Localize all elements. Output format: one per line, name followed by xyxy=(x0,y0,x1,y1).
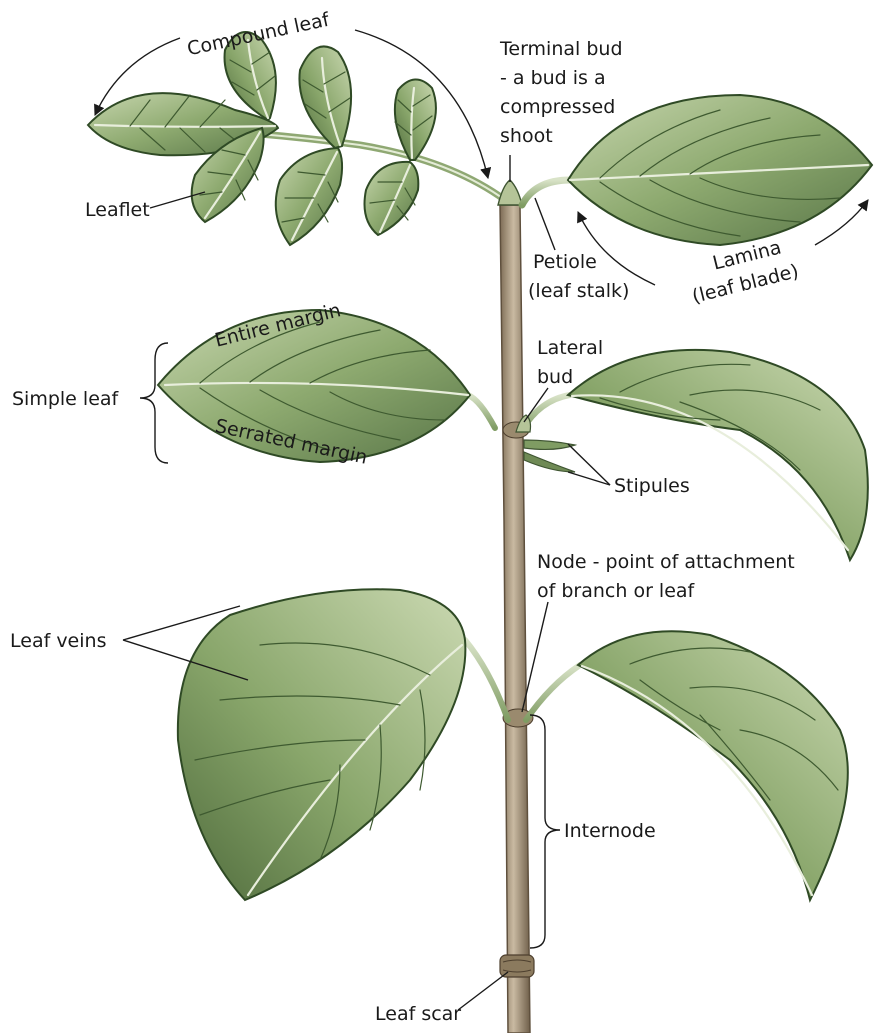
label-terminal-bud-4: shoot xyxy=(500,125,553,147)
terminal-bud xyxy=(498,180,522,205)
label-lateral-bud-2: bud xyxy=(537,366,573,388)
stipule-leaf xyxy=(522,350,868,560)
stem xyxy=(500,205,534,1033)
label-leaf-scar: Leaf scar xyxy=(375,1003,461,1025)
leaflet-lower-3 xyxy=(365,162,419,235)
label-node-1: Node - point of attachment xyxy=(537,551,795,573)
leaflet-upper-3 xyxy=(395,79,436,160)
label-terminal-bud-1: Terminal bud xyxy=(499,38,623,60)
label-terminal-bud-3: compressed xyxy=(500,96,615,118)
label-lateral-bud-1: Lateral xyxy=(537,337,603,359)
internode-brace xyxy=(530,715,560,948)
lower-right-leaf xyxy=(526,631,848,900)
label-internode: Internode xyxy=(564,820,656,842)
label-node-2: of branch or leaf xyxy=(537,580,696,602)
leaf-scar-pointer xyxy=(458,972,508,1010)
label-petiole-2: (leaf stalk) xyxy=(528,280,629,302)
petiole-pointer xyxy=(535,198,555,250)
simple-leaf-brace xyxy=(140,343,168,463)
stipule-1 xyxy=(524,440,575,449)
label-terminal-bud-2: - a bud is a xyxy=(500,67,606,89)
label-simple-leaf: Simple leaf xyxy=(12,388,120,410)
stipule-2 xyxy=(524,452,575,472)
label-stipules: Stipules xyxy=(614,475,690,497)
lower-left-leaf xyxy=(178,589,508,900)
leaflet-upper-2 xyxy=(299,46,351,148)
label-petiole-1: Petiole xyxy=(533,251,597,273)
label-leaflet: Leaflet xyxy=(85,199,150,221)
leaflet-lower-2 xyxy=(276,148,342,245)
compound-leaf xyxy=(88,32,505,245)
label-leaf-veins: Leaf veins xyxy=(10,630,106,652)
label-lamina-2: (leaf blade) xyxy=(690,260,801,308)
